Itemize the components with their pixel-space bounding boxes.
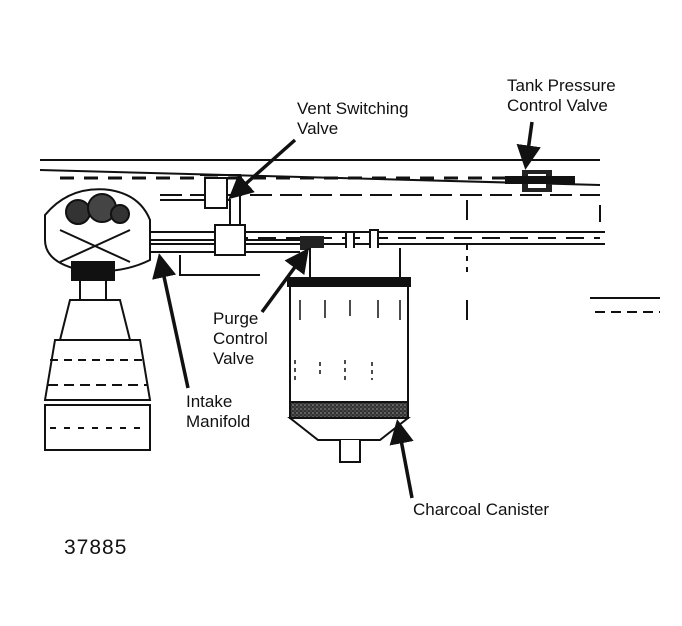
purge-control-label: Purge Control Valve [213,309,268,368]
arrow-tank-pressure [516,121,541,170]
leader-arrows [152,121,541,499]
engine-block [43,188,152,451]
tank-pressure-control-valve [505,170,575,192]
intake-manifold [150,174,300,276]
intake-manifold-label: Intake Manifold [186,392,251,431]
arrow-intake-manifold [152,253,190,389]
vent-switching-label: Vent Switching Valve [297,99,409,138]
charcoal-canister-label: Charcoal Canister [413,500,550,519]
figure-number: 37885 [64,536,128,559]
tank-pressure-label: Tank Pressure Control Valve [507,76,616,115]
arrow-charcoal-canister [389,419,414,499]
charcoal-canister [287,248,411,463]
arrow-vent-switching [228,138,297,200]
arrow-purge-control [260,248,309,314]
hose-dashes [466,200,660,320]
